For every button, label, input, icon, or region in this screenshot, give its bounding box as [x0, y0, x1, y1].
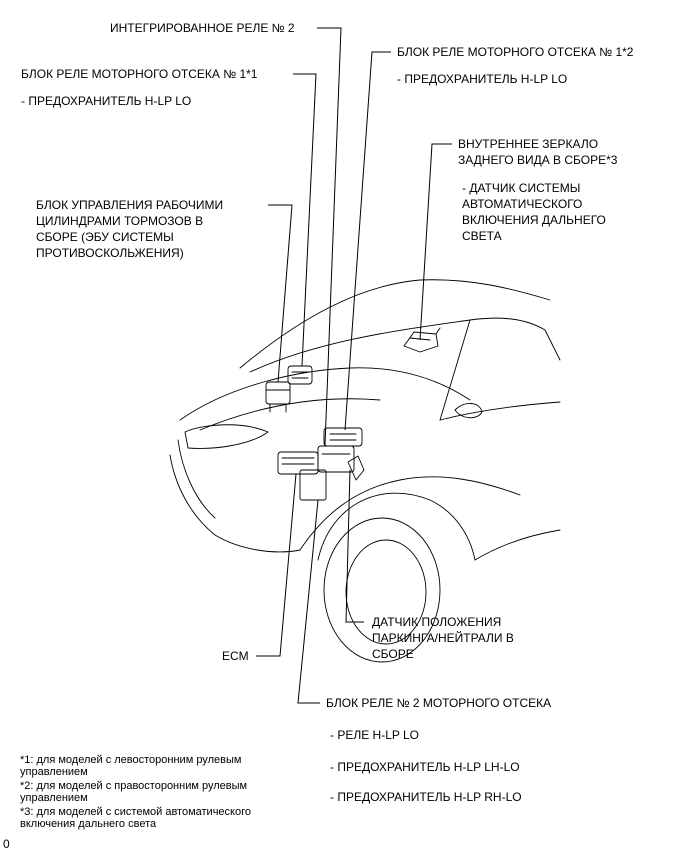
footnote-3-line-1: *3: для моделей с системой автоматическо… — [20, 806, 251, 818]
label-relay-block-1-lhd: БЛОК РЕЛЕ МОТОРНОГО ОТСЕКА № 1*1 — [21, 67, 258, 81]
label-relay-block-1-lhd-fuse: - ПРЕДОХРАНИТЕЛЬ H-LP LO — [21, 94, 192, 108]
mirror-sub-line-1: - ДАТЧИК СИСТЕМЫ — [462, 181, 581, 195]
label-integrated-relay: ИНТЕГРИРОВАННОЕ РЕЛЕ № 2 — [110, 21, 295, 35]
label-relay-block-2: БЛОК РЕЛЕ № 2 МОТОРНОГО ОТСЕКА — [326, 696, 552, 710]
roof-outline — [239, 279, 551, 369]
wheel-arch — [317, 492, 476, 561]
mirror-line-1: ВНУТРЕННЕЕ ЗЕРКАЛО — [458, 137, 599, 151]
relay-block-1-part — [287, 365, 313, 385]
footnote-1: *1: для моделей с левосторонним рулевым … — [20, 754, 241, 778]
footnote-2-line-2: управлением — [20, 792, 88, 804]
relay-block-2-item-1: - РЕЛЕ H-LP LO — [330, 728, 420, 742]
front-bumper — [169, 454, 301, 553]
a-pillar — [439, 319, 471, 421]
mirror-sub-line-2: АВТОМАТИЧЕСКОГО — [462, 197, 583, 211]
park-sensor-part — [347, 455, 365, 481]
park-line-3: СБОРЕ — [372, 647, 414, 661]
leader-ecm — [256, 473, 297, 657]
park-line-1: ДАТЧИК ПОЛОЖЕНИЯ — [372, 615, 502, 629]
hood-outline — [179, 367, 471, 421]
footnote-3: *3: для моделей с системой автоматическо… — [20, 806, 251, 830]
label-park-neutral-sensor: ДАТЧИК ПОЛОЖЕНИЯ ПАРКИНГА/НЕЙТРАЛИ В СБО… — [372, 614, 514, 662]
windshield-outline — [249, 317, 561, 373]
brake-line-3: СБОРЕ (ЭБУ СИСТЕМЫ — [36, 230, 174, 244]
leader-park-sensor — [345, 469, 364, 623]
label-relay-block-1-rhd-fuse: - ПРЕДОХРАНИТЕЛЬ H-LP LO — [397, 72, 568, 86]
mirror-sub-line-3: ВКЛЮЧЕНИЯ ДАЛЬНЕГО — [462, 213, 606, 227]
label-auto-highbeam-sensor: - ДАТЧИК СИСТЕМЫ АВТОМАТИЧЕСКОГО ВКЛЮЧЕН… — [462, 180, 606, 244]
relay-block-2-part — [317, 427, 363, 473]
label-rearview-mirror: ВНУТРЕННЕЕ ЗЕРКАЛО ЗАДНЕГО ВИДА В СБОРЕ*… — [458, 136, 617, 168]
leader-integrated-relay — [317, 27, 342, 446]
footnote-2-line-1: *2: для моделей с правосторонним рулевым — [20, 780, 248, 792]
brake-actuator-part — [265, 381, 291, 413]
leader-mirror — [419, 143, 452, 341]
relay-block-2-item-3: - ПРЕДОХРАНИТЕЛЬ H-LP RH-LO — [330, 790, 522, 804]
park-line-2: ПАРКИНГА/НЕЙТРАЛИ В — [372, 631, 514, 645]
hood-crease — [199, 398, 381, 431]
grille-outline — [177, 439, 216, 519]
label-ecm: ECM — [222, 649, 249, 663]
headlamp-outline — [184, 424, 269, 449]
footnote-3-line-2: включения дальнего света — [20, 818, 157, 830]
leader-relay-block-2 — [297, 499, 320, 704]
leader-lines — [256, 27, 452, 704]
label-relay-block-1-rhd: БЛОК РЕЛЕ МОТОРНОГО ОТСЕКА № 1*2 — [397, 45, 634, 59]
corner-mark: 0 — [3, 837, 10, 851]
leader-relay-block-1-rhd — [344, 51, 391, 431]
footnote-1-line-2: управлением — [20, 766, 88, 778]
leader-relay-block-1-lhd — [293, 73, 317, 367]
side-line — [439, 401, 561, 421]
side-mirror — [454, 403, 483, 419]
brake-line-4: ПРОТИВОСКОЛЬЖЕНИЯ) — [36, 246, 184, 260]
fender-line — [299, 476, 521, 551]
front-wheel-inner — [345, 539, 427, 645]
leader-brake — [268, 204, 293, 383]
front-wheel-outer — [323, 517, 441, 663]
footnote-1-line-1: *1: для моделей с левосторонним рулевым — [20, 754, 242, 766]
relay-block-2-item-2: - ПРЕДОХРАНИТЕЛЬ H-LP LH-LO — [330, 760, 520, 774]
footnote-2: *2: для моделей с правосторонним рулевым… — [20, 780, 247, 804]
rearview-mirror-part — [403, 327, 441, 353]
brake-line-1: БЛОК УПРАВЛЕНИЯ РАБОЧИМИ — [36, 198, 224, 212]
mirror-sub-line-4: СВЕТА — [462, 229, 502, 243]
lower-sill — [474, 529, 561, 561]
engine-relay-block-part — [277, 451, 327, 501]
mirror-line-2: ЗАДНЕГО ВИДА В СБОРЕ*3 — [458, 153, 618, 167]
brake-line-2: ЦИЛИНДРАМИ ТОРМОЗОВ В — [36, 214, 204, 228]
label-brake-actuator: БЛОК УПРАВЛЕНИЯ РАБОЧИМИ ЦИЛИНДРАМИ ТОРМ… — [36, 197, 223, 261]
